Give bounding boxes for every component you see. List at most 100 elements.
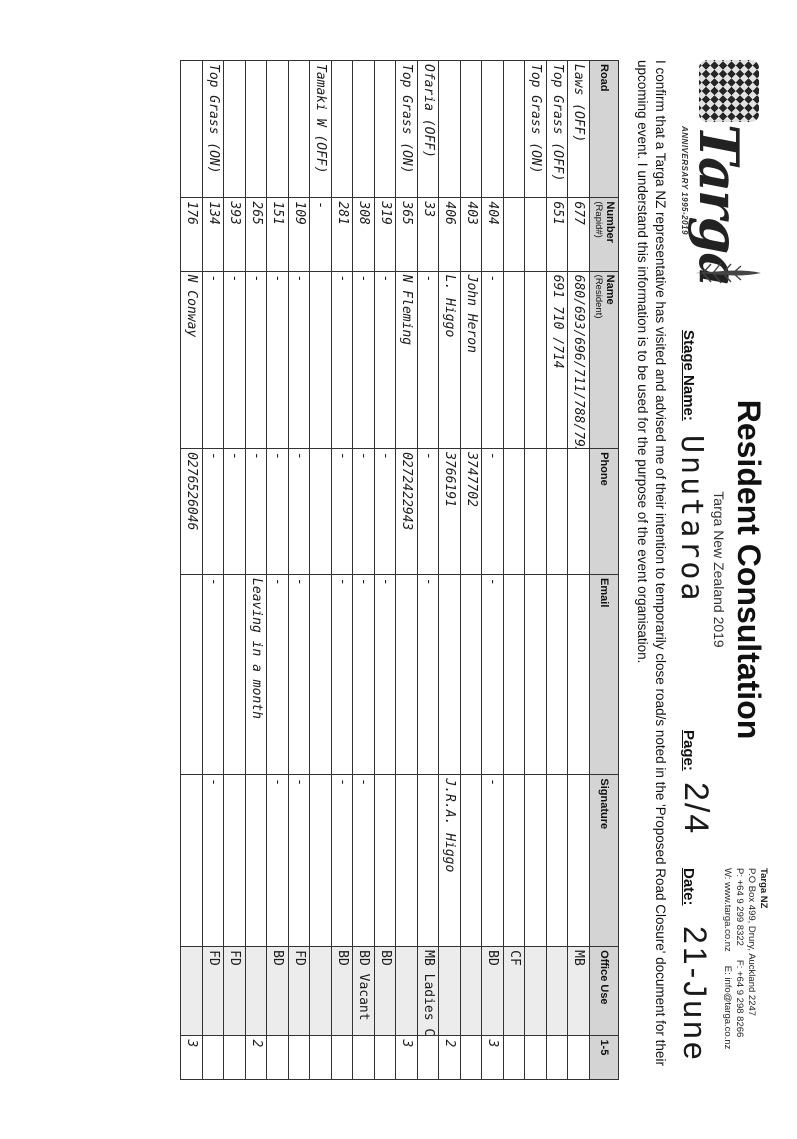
cell-office[interactable]: BD: [331, 946, 353, 1036]
cell-office[interactable]: FD: [224, 946, 246, 1036]
cell-score[interactable]: [568, 1035, 590, 1080]
cell-email[interactable]: -: [482, 574, 504, 775]
cell-office[interactable]: FD: [288, 946, 310, 1036]
cell-number[interactable]: -: [310, 197, 332, 272]
cell-phone[interactable]: 0272422943: [396, 448, 418, 575]
cell-number[interactable]: 308: [353, 197, 375, 272]
cell-number[interactable]: 365: [396, 197, 418, 272]
cell-name[interactable]: -: [417, 271, 439, 449]
cell-signature[interactable]: [224, 774, 246, 947]
cell-name[interactable]: -: [224, 271, 246, 449]
cell-phone[interactable]: -: [202, 448, 224, 575]
cell-road[interactable]: Top Grass (ON): [525, 60, 547, 198]
cell-phone[interactable]: 3766191: [439, 448, 461, 575]
cell-name[interactable]: [525, 271, 547, 449]
cell-email[interactable]: [525, 574, 547, 775]
cell-phone[interactable]: [546, 448, 568, 575]
cell-email[interactable]: [503, 574, 525, 775]
cell-signature[interactable]: [374, 774, 396, 947]
cell-road[interactable]: [482, 60, 504, 198]
cell-office[interactable]: [310, 946, 332, 1036]
cell-office[interactable]: [525, 946, 547, 1036]
cell-number[interactable]: 404: [482, 197, 504, 272]
cell-phone[interactable]: -: [353, 448, 375, 575]
cell-road[interactable]: [288, 60, 310, 198]
page-number-value[interactable]: 2/4: [677, 782, 715, 836]
cell-email[interactable]: -: [267, 574, 289, 775]
cell-email[interactable]: [439, 574, 461, 775]
cell-email[interactable]: -: [288, 574, 310, 775]
cell-email[interactable]: -: [331, 574, 353, 775]
cell-road[interactable]: [331, 60, 353, 198]
cell-office[interactable]: [546, 946, 568, 1036]
cell-road[interactable]: [267, 60, 289, 198]
cell-email[interactable]: [396, 574, 418, 775]
cell-score[interactable]: [224, 1035, 246, 1080]
cell-name[interactable]: -: [374, 271, 396, 449]
cell-score[interactable]: [374, 1035, 396, 1080]
cell-score[interactable]: [460, 1035, 482, 1080]
cell-email[interactable]: [181, 574, 203, 775]
cell-number[interactable]: [525, 197, 547, 272]
cell-name[interactable]: -: [288, 271, 310, 449]
cell-score[interactable]: 3: [181, 1035, 203, 1080]
cell-office[interactable]: [181, 946, 203, 1036]
cell-signature[interactable]: [460, 774, 482, 947]
cell-name[interactable]: John Heron: [460, 271, 482, 449]
cell-score[interactable]: [503, 1035, 525, 1080]
cell-email[interactable]: [546, 574, 568, 775]
cell-number[interactable]: 176: [181, 197, 203, 272]
cell-phone[interactable]: [310, 448, 332, 575]
cell-number[interactable]: 151: [267, 197, 289, 272]
cell-road[interactable]: [374, 60, 396, 198]
cell-signature[interactable]: [546, 774, 568, 947]
cell-email[interactable]: [224, 574, 246, 775]
cell-email[interactable]: Leaving in a month: [245, 574, 267, 775]
cell-phone[interactable]: -: [288, 448, 310, 575]
cell-score[interactable]: [310, 1035, 332, 1080]
cell-name[interactable]: L. Higgo: [439, 271, 461, 449]
cell-name[interactable]: [503, 271, 525, 449]
cell-email[interactable]: -: [417, 574, 439, 775]
date-value[interactable]: 21-June: [677, 926, 713, 1063]
cell-road[interactable]: [181, 60, 203, 198]
cell-office[interactable]: [460, 946, 482, 1036]
cell-score[interactable]: [267, 1035, 289, 1080]
cell-signature[interactable]: -: [353, 774, 375, 947]
cell-name[interactable]: 680/693/696/711/788/793/828: [568, 271, 590, 449]
stage-name-value[interactable]: Unutaroa: [674, 435, 709, 604]
cell-office[interactable]: BD Vacant: [353, 946, 375, 1036]
cell-signature[interactable]: [503, 774, 525, 947]
cell-email[interactable]: [460, 574, 482, 775]
cell-score[interactable]: [546, 1035, 568, 1080]
cell-phone[interactable]: -: [245, 448, 267, 575]
cell-road[interactable]: [224, 60, 246, 198]
cell-road[interactable]: Top Grass (ON): [396, 60, 418, 198]
cell-phone[interactable]: -: [374, 448, 396, 575]
cell-name[interactable]: 691 710 /714: [546, 271, 568, 449]
cell-number[interactable]: 33: [417, 197, 439, 272]
cell-road[interactable]: Ofaria (OFF): [417, 60, 439, 198]
cell-phone[interactable]: -: [482, 448, 504, 575]
cell-signature[interactable]: -: [202, 774, 224, 947]
cell-office[interactable]: FD: [202, 946, 224, 1036]
cell-name[interactable]: -: [267, 271, 289, 449]
cell-office[interactable]: [245, 946, 267, 1036]
cell-score[interactable]: 3: [396, 1035, 418, 1080]
cell-phone[interactable]: [503, 448, 525, 575]
cell-phone[interactable]: -: [267, 448, 289, 575]
cell-name[interactable]: -: [331, 271, 353, 449]
cell-name[interactable]: N Fleming: [396, 271, 418, 449]
cell-signature[interactable]: [310, 774, 332, 947]
cell-signature[interactable]: -: [288, 774, 310, 947]
cell-signature[interactable]: [245, 774, 267, 947]
cell-road[interactable]: Laws (OFF): [568, 60, 590, 198]
cell-name[interactable]: -: [245, 271, 267, 449]
cell-name[interactable]: -: [353, 271, 375, 449]
cell-office[interactable]: [396, 946, 418, 1036]
cell-score[interactable]: [417, 1035, 439, 1080]
cell-road[interactable]: [245, 60, 267, 198]
cell-number[interactable]: 265: [245, 197, 267, 272]
cell-score[interactable]: 3: [482, 1035, 504, 1080]
cell-phone[interactable]: [525, 448, 547, 575]
